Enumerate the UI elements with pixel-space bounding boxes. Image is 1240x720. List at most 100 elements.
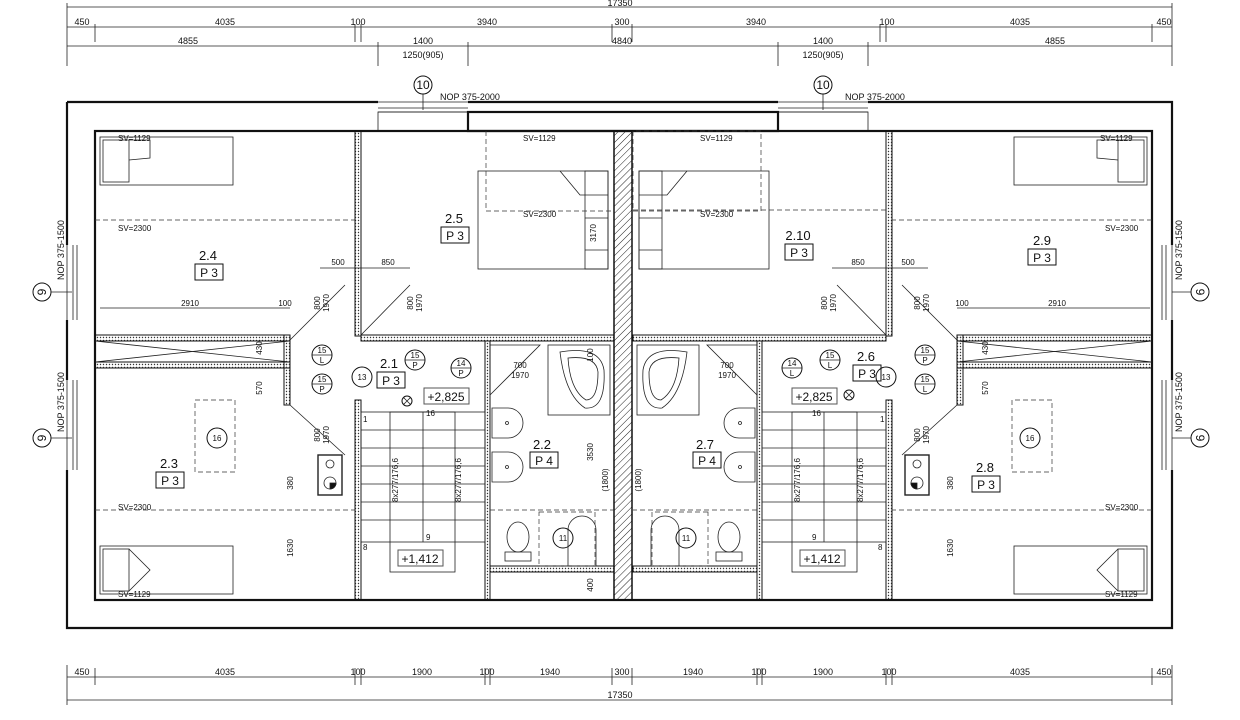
- level-upper: +2,825: [427, 390, 464, 404]
- dim-label: 450: [1156, 17, 1171, 27]
- dim-label: 700: [513, 361, 527, 370]
- dim-label: 1970: [922, 426, 931, 444]
- window-tag: 10: [416, 78, 430, 92]
- bottom-dimensions: [66, 665, 1173, 705]
- dim-label: 1970: [718, 371, 736, 380]
- window-label: NOP 375-2000: [440, 92, 500, 102]
- window-label: NOP 375-1500: [56, 372, 66, 432]
- room-number: 2.7: [696, 437, 714, 452]
- dim-label: 1400: [413, 36, 433, 46]
- dim-label: 380: [946, 476, 955, 490]
- dim-label: 1970: [322, 426, 331, 444]
- dim-label: 380: [286, 476, 295, 490]
- room-code: P 3: [382, 374, 400, 388]
- tag-16: 16: [1026, 434, 1035, 443]
- sv-label: SV=2300: [118, 503, 152, 512]
- dim-label: 3940: [477, 17, 497, 27]
- tag-13: 13: [358, 373, 367, 382]
- sv-label: SV=1129: [1100, 134, 1133, 143]
- sv-label: SV=1129: [118, 590, 151, 599]
- room-code: P 3: [858, 367, 876, 381]
- room-number: 2.4: [199, 248, 217, 263]
- dim-label: 100: [479, 667, 494, 677]
- window-tag: 10: [816, 78, 830, 92]
- level-lower: +1,412: [803, 552, 840, 566]
- stair-step: 1: [880, 415, 885, 424]
- tag-15: 15: [921, 375, 930, 384]
- dim-label: 1970: [922, 294, 931, 312]
- interior-dimensions: 500 850 2910 100 850 500 100 2910 800 19…: [100, 224, 1150, 592]
- dim-label: 850: [851, 258, 865, 267]
- window-tag: 9: [35, 288, 49, 295]
- stair-spec: 8x277/176,6: [856, 457, 865, 502]
- dim-label: 1630: [946, 539, 955, 557]
- dim-label: 800: [406, 296, 415, 310]
- tag-16: 16: [213, 434, 222, 443]
- dim-label: 700: [720, 361, 734, 370]
- sv-label: SV=2300: [523, 210, 557, 219]
- stair-spec: 8x277/176,6: [391, 457, 400, 502]
- window-label: NOP 375-1500: [1174, 220, 1184, 280]
- dim-label: 800: [820, 296, 829, 310]
- window-label: NOP 375-1500: [56, 220, 66, 280]
- dim-label: 1900: [412, 667, 432, 677]
- dim-label: 1940: [540, 667, 560, 677]
- stair-step: 16: [426, 409, 435, 418]
- stair-step: 16: [812, 409, 821, 418]
- room-code: P 4: [698, 454, 716, 468]
- room-number: 2.5: [445, 211, 463, 226]
- stair-step: 1: [363, 415, 368, 424]
- dim-label: 4035: [1010, 667, 1030, 677]
- stair-step: 9: [426, 533, 431, 542]
- room-number: 2.9: [1033, 233, 1051, 248]
- dim-label: 4035: [1010, 17, 1030, 27]
- dim-label: 1400: [813, 36, 833, 46]
- dim-label: 300: [614, 17, 629, 27]
- tag-15: 15: [318, 375, 327, 384]
- sv-label: SV=2300: [700, 210, 734, 219]
- dim-label: 800: [913, 428, 922, 442]
- dim-label: 100: [751, 667, 766, 677]
- room-code: P 4: [535, 454, 553, 468]
- dim-label: 1630: [286, 539, 295, 557]
- dim-label: 100: [955, 299, 969, 308]
- dim-label: 450: [74, 17, 89, 27]
- dim-label: 1250(905): [402, 50, 443, 60]
- left-fixtures: [95, 131, 614, 595]
- room-labels: 2.4 P 3 2.5 P 3 2.3 P 3 2.1 P 3 2.2 P 4 …: [155, 211, 1057, 493]
- shower: [650, 511, 709, 567]
- tags: 15 L 15 P 15 P 14 P 13 16 11 15 P 15 L 1…: [206, 344, 1041, 549]
- tag-letter: L: [923, 385, 928, 394]
- bathtub: [636, 344, 700, 416]
- bottom-total-dimension: 17350: [607, 690, 632, 700]
- room-code: P 3: [200, 266, 218, 280]
- sv-label: SV=2300: [1105, 224, 1139, 233]
- dim-label: 430: [255, 341, 264, 355]
- dim-label: 570: [981, 381, 990, 395]
- window-label: NOP 375-1500: [1174, 372, 1184, 432]
- dim-label: 3170: [589, 224, 598, 242]
- dim-label: 800: [313, 296, 322, 310]
- dim-label: 1250(905): [802, 50, 843, 60]
- window-markers: 10 NOP 375-2000 10 NOP 375-2000 9 NOP 37…: [32, 75, 1210, 448]
- dim-label: 4855: [1045, 36, 1065, 46]
- interior-walls-left: [94, 130, 615, 601]
- tag-14: 14: [788, 359, 797, 368]
- level-upper: +2,825: [795, 390, 832, 404]
- sv-label: SV=1129: [700, 134, 733, 143]
- window-tag: 9: [35, 434, 49, 441]
- stair-step: 8: [363, 543, 368, 552]
- room-number: 2.8: [976, 460, 994, 475]
- room-code: P 3: [977, 478, 995, 492]
- room-code: P 3: [1033, 251, 1051, 265]
- dim-label: 800: [913, 296, 922, 310]
- dim-label: 800: [313, 428, 322, 442]
- sv-annotations: SV=1129 SV=2300 SV=2300 SV=1129 SV=1129 …: [118, 134, 1139, 599]
- window-label: NOP 375-2000: [845, 92, 905, 102]
- dim-label: 450: [1156, 667, 1171, 677]
- dim-label: 2910: [181, 299, 199, 308]
- top-row2-labels: 4855 1400 4840 1400 4855 1250(905) 1250(…: [178, 36, 1065, 60]
- level-lower: +1,412: [401, 552, 438, 566]
- dim-label: 1900: [813, 667, 833, 677]
